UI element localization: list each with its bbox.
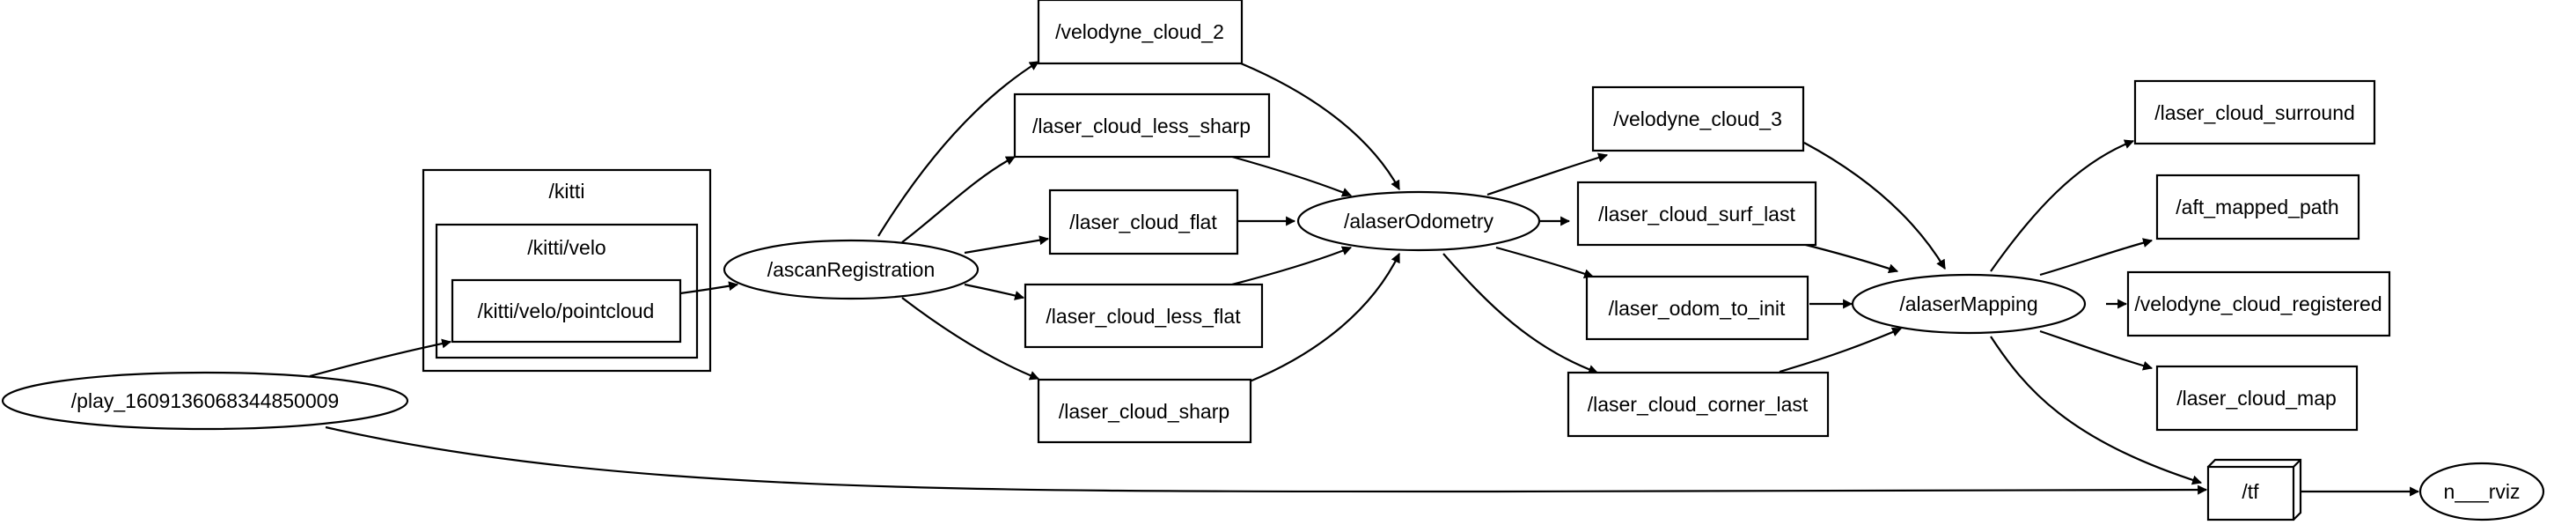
edge-play-to-pointcloud: [309, 338, 452, 378]
edge-sharp-to-odometry: [1249, 253, 1400, 383]
node-laser-cloud-less-flat-label: /laser_cloud_less_flat: [1046, 305, 1241, 328]
node-velodyne-cloud-registered-label: /velodyne_cloud_registered: [2134, 292, 2382, 315]
edge-scan-to-velodyne-cloud-2: [877, 61, 1039, 237]
node-rviz-label: n___rviz: [2444, 480, 2521, 503]
node-laser-cloud-map-label: /laser_cloud_map: [2176, 387, 2337, 410]
cluster-kitti: /kitti: [422, 168, 712, 373]
edges: [309, 61, 2420, 497]
node-velodyne-cloud-registered[interactable]: /velodyne_cloud_registered: [2126, 270, 2391, 337]
node-tf[interactable]: /tf: [2206, 458, 2302, 521]
node-velodyne-cloud-2[interactable]: /velodyne_cloud_2: [1037, 0, 1244, 65]
node-laser-cloud-sharp[interactable]: /laser_cloud_sharp: [1037, 378, 1252, 444]
node-laser-cloud-less-flat[interactable]: /laser_cloud_less_flat: [1024, 283, 1264, 349]
node-aft-mapped-path-label: /aft_mapped_path: [2176, 196, 2338, 218]
edge-mapping-to-tf: [1990, 336, 2203, 485]
node-laser-cloud-less-sharp[interactable]: /laser_cloud_less_sharp: [1013, 92, 1271, 159]
node-laser-cloud-corner-last-label: /laser_cloud_corner_last: [1588, 393, 1809, 416]
edge-pointcloud-to-scan: [679, 281, 739, 295]
node-alaser-mapping[interactable]: /alaserMapping: [1851, 273, 2087, 335]
edge-scan-to-less-flat: [964, 283, 1025, 300]
node-laser-cloud-surround-label: /laser_cloud_surround: [2154, 101, 2355, 124]
node-laser-cloud-less-sharp-label: /laser_cloud_less_sharp: [1032, 115, 1251, 137]
node-tf-label: /tf: [2242, 480, 2259, 503]
edge-mapping-to-aft-mapped-path: [2039, 238, 2154, 277]
node-laser-cloud-corner-last[interactable]: /laser_cloud_corner_last: [1567, 371, 1830, 438]
edge-velodyne-cloud-2-to-odometry: [1240, 62, 1400, 190]
edge-mapping-to-laser-cloud-map: [2039, 329, 2154, 371]
node-laser-cloud-flat-label: /laser_cloud_flat: [1069, 211, 1217, 233]
node-ascan-registration[interactable]: /ascanRegistration: [723, 239, 980, 300]
node-kitti-velo-pointcloud-label: /kitti/velo/pointcloud: [478, 299, 655, 322]
edge-less-sharp-to-odometry: [1231, 155, 1353, 197]
edge-scan-to-flat: [964, 235, 1050, 255]
node-laser-cloud-surf-last-label: /laser_cloud_surf_last: [1598, 203, 1795, 226]
node-play-label: /play_1609136068344850009: [71, 389, 339, 412]
node-alaser-mapping-label: /alaserMapping: [1899, 292, 2037, 315]
node-laser-cloud-sharp-label: /laser_cloud_sharp: [1059, 400, 1229, 423]
node-kitti-velo-pointcloud[interactable]: /kitti/velo/pointcloud: [451, 278, 682, 344]
node-laser-cloud-surround[interactable]: /laser_cloud_surround: [2133, 79, 2376, 145]
edge-scan-to-sharp: [901, 297, 1040, 381]
node-alaser-odometry-label: /alaserOdometry: [1344, 210, 1494, 233]
node-ascan-registration-label: /ascanRegistration: [767, 258, 936, 281]
node-velodyne-cloud-3-label: /velodyne_cloud_3: [1613, 107, 1782, 130]
edge-odometry-to-corner-last: [1442, 253, 1599, 374]
node-aft-mapped-path[interactable]: /aft_mapped_path: [2155, 174, 2360, 240]
edge-less-flat-to-odometry: [1231, 246, 1353, 286]
edge-scan-to-less-sharp: [901, 156, 1016, 243]
edge-velodyne-cloud-3-to-mapping: [1803, 142, 1946, 270]
edge-play-to-tf: [325, 425, 2208, 495]
edge-odometry-to-odom-to-init: [1495, 246, 1595, 278]
node-rviz[interactable]: n___rviz: [2418, 462, 2545, 521]
node-laser-odom-to-init-label: /laser_odom_to_init: [1609, 297, 1786, 320]
node-play[interactable]: /play_1609136068344850009: [1, 371, 409, 431]
node-laser-cloud-flat[interactable]: /laser_cloud_flat: [1048, 189, 1239, 255]
edge-corner-last-to-mapping: [1779, 327, 1903, 373]
node-laser-cloud-map[interactable]: /laser_cloud_map: [2155, 365, 2359, 432]
node-velodyne-cloud-3[interactable]: /velodyne_cloud_3: [1591, 85, 1805, 152]
node-laser-cloud-surf-last[interactable]: /laser_cloud_surf_last: [1576, 181, 1817, 247]
edge-mapping-to-surround: [1990, 139, 2135, 272]
node-alaser-odometry[interactable]: /alaserOdometry: [1296, 190, 1541, 252]
node-velodyne-cloud-2-label: /velodyne_cloud_2: [1055, 20, 1224, 43]
edge-odometry-to-velodyne-cloud-3: [1486, 152, 1609, 196]
node-laser-odom-to-init[interactable]: /laser_odom_to_init: [1585, 275, 1809, 341]
cluster-kitti-velo-label: /kitti/velo: [527, 236, 605, 259]
cluster-kitti-label: /kitti: [549, 180, 585, 203]
edge-surf-last-to-mapping: [1794, 240, 1899, 274]
